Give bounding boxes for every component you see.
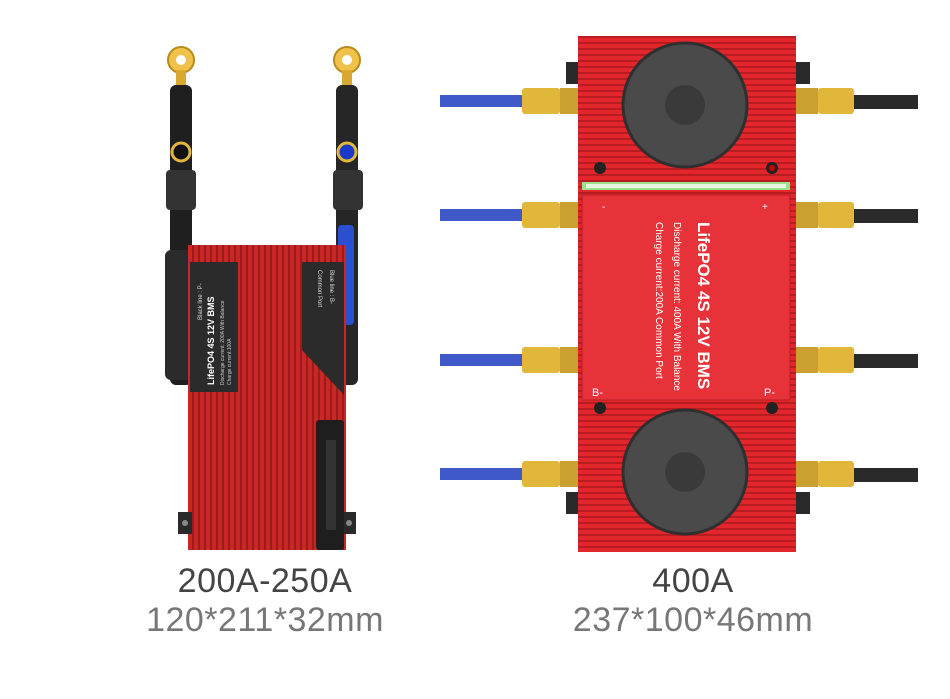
right-minus-label: - xyxy=(602,202,605,213)
left-label-panel: LifePO4 4S 12V BMS Discharge current: 20… xyxy=(190,262,238,392)
right-label-panel: LifePO4 4S 12V BMS Discharge current: 40… xyxy=(581,194,791,401)
right-label-title: LifePO4 4S 12V BMS xyxy=(694,222,713,389)
left-common-port-label: Common Port xyxy=(316,270,322,307)
right-black-wires xyxy=(830,95,918,482)
left-black-line-label: Black line : P- xyxy=(198,283,204,320)
right-caption: 400A 237*100*46mm xyxy=(543,562,843,640)
left-label-line1: Discharge current: 200A With Balance xyxy=(220,300,226,385)
right-label-line2: Charge current:200A Common Port xyxy=(653,222,664,379)
right-plus-label: + xyxy=(762,202,768,213)
left-ring-terminal-blue xyxy=(333,46,361,88)
right-terminal-b-label: B- xyxy=(592,387,603,399)
left-port-panel: Common Port Blue line : B- xyxy=(302,262,344,395)
right-connectors-right xyxy=(796,88,854,487)
left-bms-unit: LifePO4 4S 12V BMS Discharge current: 20… xyxy=(165,46,363,550)
right-blue-wires xyxy=(440,95,530,480)
left-ring-terminal-black xyxy=(167,46,195,88)
left-dimensions-label: 120*211*32mm xyxy=(146,601,384,639)
right-terminal-p-label: P- xyxy=(764,387,775,399)
left-blue-line-label: Blue line : B- xyxy=(328,270,334,304)
right-dimensions-label: 237*100*46mm xyxy=(572,601,814,639)
right-bms-unit: LifePO4 4S 12V BMS Discharge current: 40… xyxy=(440,36,918,552)
left-label-line2: Charge current:100A xyxy=(227,338,233,385)
right-model-label: 400A xyxy=(652,562,734,600)
right-label-line1: Discharge current: 400A With Balance xyxy=(671,222,682,391)
left-model-label: 200A-250A xyxy=(177,562,353,600)
right-connectors-left xyxy=(522,88,582,487)
right-fan-top xyxy=(621,41,749,169)
left-label-title: LifePO4 4S 12V BMS xyxy=(206,296,216,385)
right-fan-bottom xyxy=(621,408,749,536)
left-caption: 200A-250A 120*211*32mm xyxy=(115,562,415,640)
